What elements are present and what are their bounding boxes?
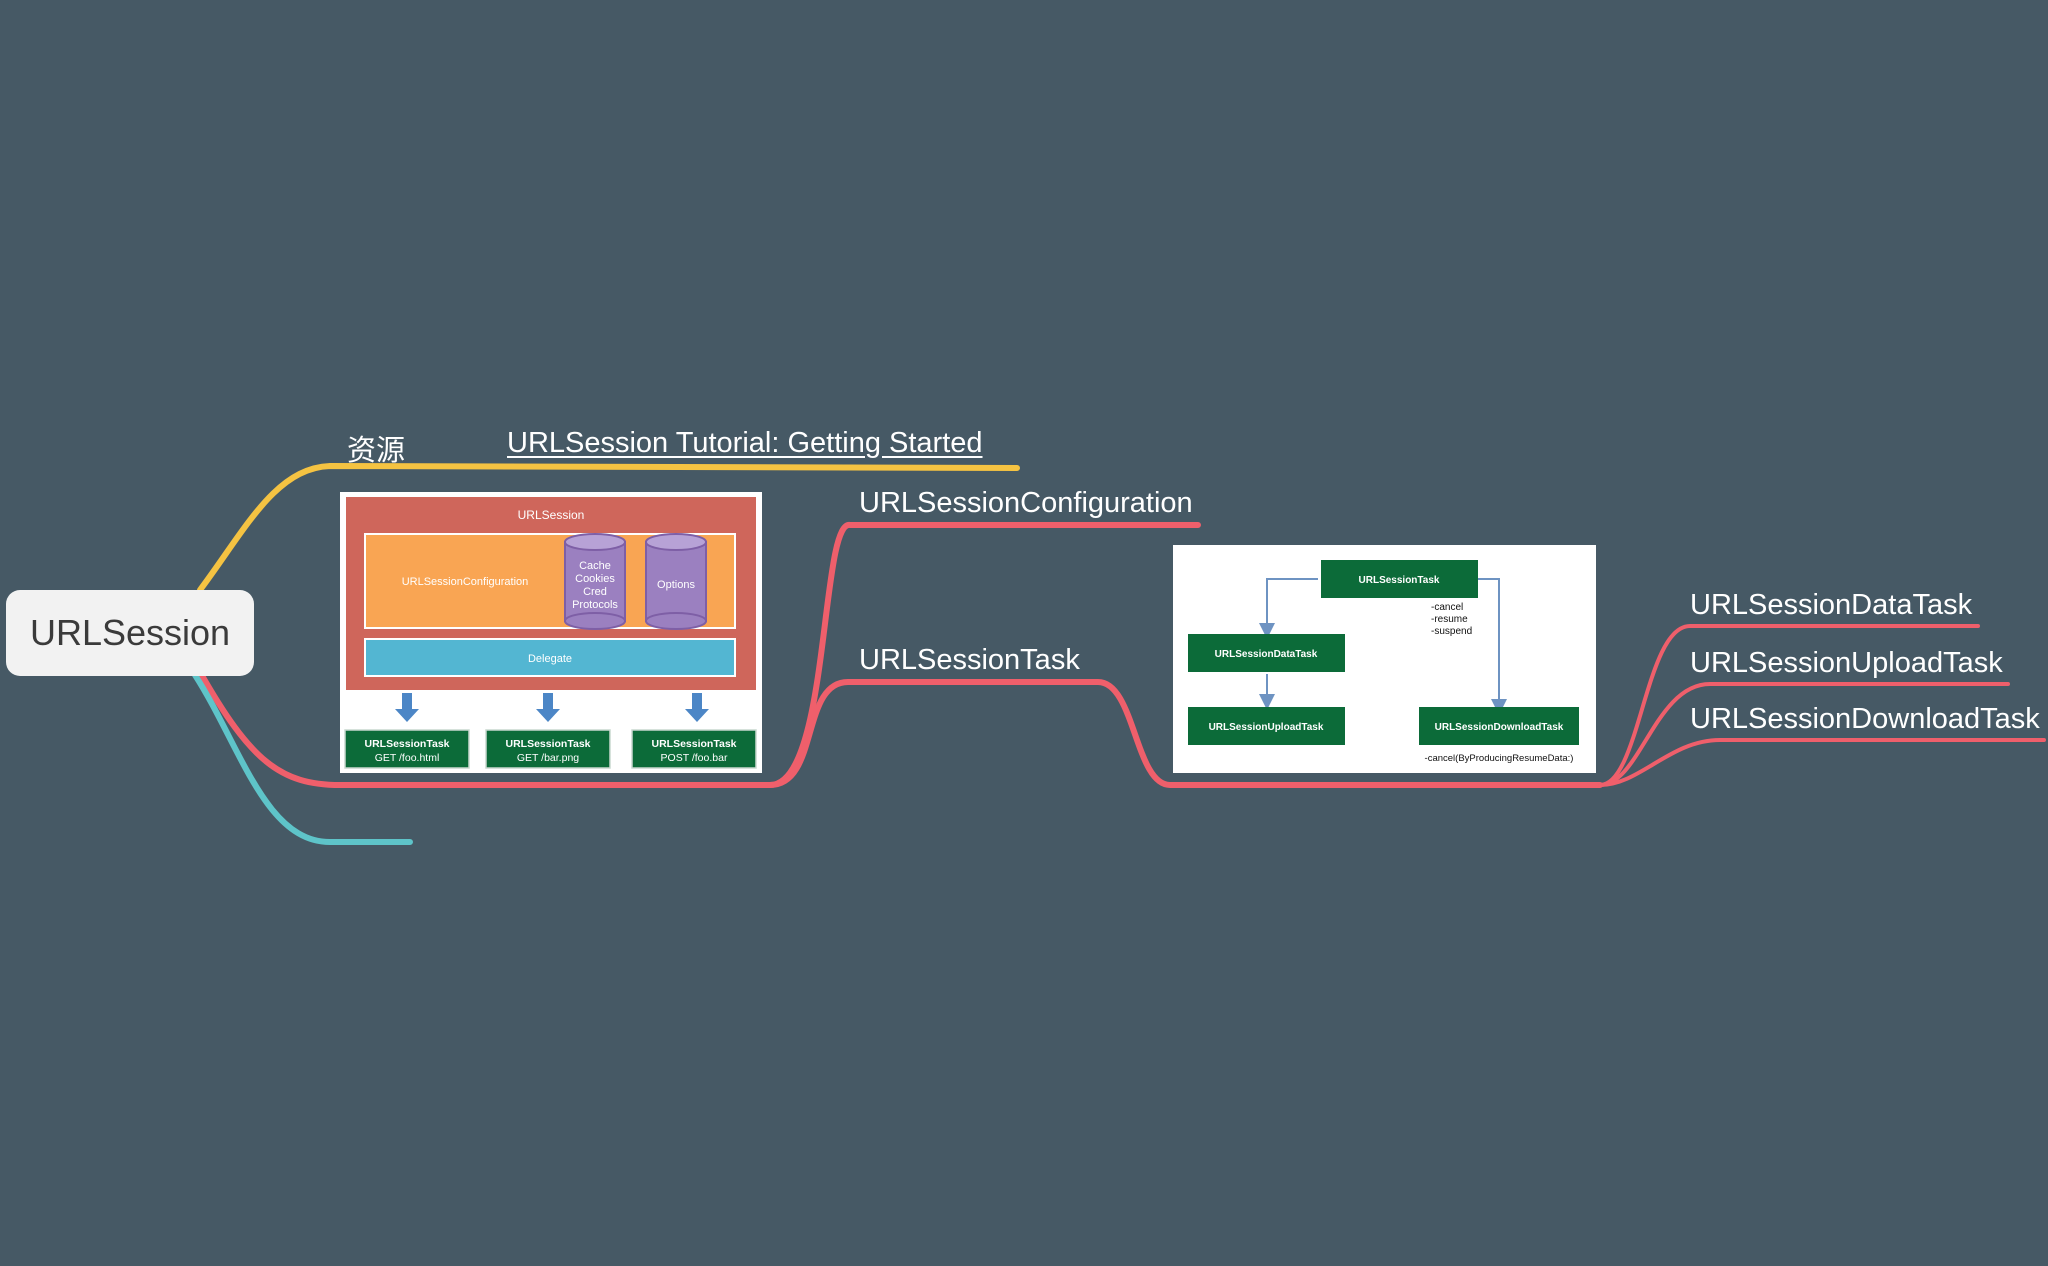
resources-topic[interactable]: 资源 [347, 435, 406, 467]
cache-line-3: Cred [583, 586, 607, 598]
download-task-label: URLSessionDownloadTask [1435, 722, 1564, 733]
method-suspend: -suspend [1431, 626, 1472, 637]
task-box-3: URLSessionTask POST /foo.bar [631, 729, 757, 769]
options-label: Options [657, 579, 695, 591]
subtask-line-upload [1598, 682, 2010, 787]
cache-cylinder: Cache Cookies Cred Protocols [564, 533, 626, 630]
delegate-bar [364, 638, 736, 677]
task-3-request: POST /foo.bar [661, 752, 728, 764]
configuration-topic[interactable]: URLSessionConfiguration [859, 487, 1193, 519]
cache-line-2: Cookies [575, 573, 615, 585]
task-1-name: URLSessionTask [365, 738, 450, 750]
configuration-label: URLSessionConfiguration [402, 576, 529, 588]
data-task-topic[interactable]: URLSessionDataTask [1690, 589, 1973, 621]
root-topic[interactable]: URLSession [6, 590, 254, 676]
upload-task-label: URLSessionUploadTask [1209, 722, 1324, 733]
cache-line-4: Protocols [572, 599, 618, 611]
task-hierarchy-image[interactable]: URLSessionTask -cancel -resume -suspend … [1173, 545, 1596, 773]
root-task-label: URLSessionTask [1359, 575, 1440, 586]
delegate-label: Delegate [528, 653, 572, 665]
download-task-topic[interactable]: URLSessionDownloadTask [1690, 703, 2040, 735]
subtask-line-data [1598, 624, 1980, 787]
configuration-branch-line [767, 678, 1603, 788]
architecture-diagram: URLSession URLSessionConfiguration Cache… [344, 497, 757, 769]
hierarchy-connectors [1259, 578, 1507, 715]
urlsession-architecture-image[interactable]: URLSession URLSessionConfiguration Cache… [340, 492, 762, 773]
task-1-request: GET /foo.html [375, 752, 440, 764]
task-topic[interactable]: URLSessionTask [859, 644, 1080, 676]
method-cancel: -cancel [1431, 602, 1463, 613]
down-arrow-2 [536, 693, 560, 722]
upload-task-topic[interactable]: URLSessionUploadTask [1690, 647, 2003, 679]
down-arrow-1 [395, 693, 419, 722]
task-box-1: URLSessionTask GET /foo.html [344, 729, 470, 769]
hierarchy-diagram: URLSessionTask -cancel -resume -suspend … [1188, 560, 1579, 764]
task-box-2: URLSessionTask GET /bar.png [485, 729, 611, 769]
cache-line-1: Cache [579, 560, 611, 572]
download-method: -cancel(ByProducingResumeData:) [1425, 753, 1574, 764]
download-task-box [1419, 707, 1579, 745]
empty-branch-line [192, 672, 413, 845]
subtask-line-download [1598, 738, 2046, 787]
upload-task-box [1188, 707, 1345, 745]
data-task-box [1188, 634, 1345, 672]
urlsession-title: URLSession [518, 508, 585, 522]
task-3-name: URLSessionTask [652, 738, 737, 750]
method-resume: -resume [1431, 614, 1468, 625]
options-cylinder: Options [645, 533, 707, 630]
tutorial-link[interactable]: URLSession Tutorial: Getting Started [507, 427, 983, 459]
task-2-name: URLSessionTask [506, 738, 591, 750]
root-task-box [1321, 560, 1478, 598]
task-2-request: GET /bar.png [517, 752, 579, 764]
down-arrow-3 [685, 693, 709, 722]
data-task-label: URLSessionDataTask [1215, 649, 1318, 660]
resources-branch-line [197, 462, 1020, 593]
